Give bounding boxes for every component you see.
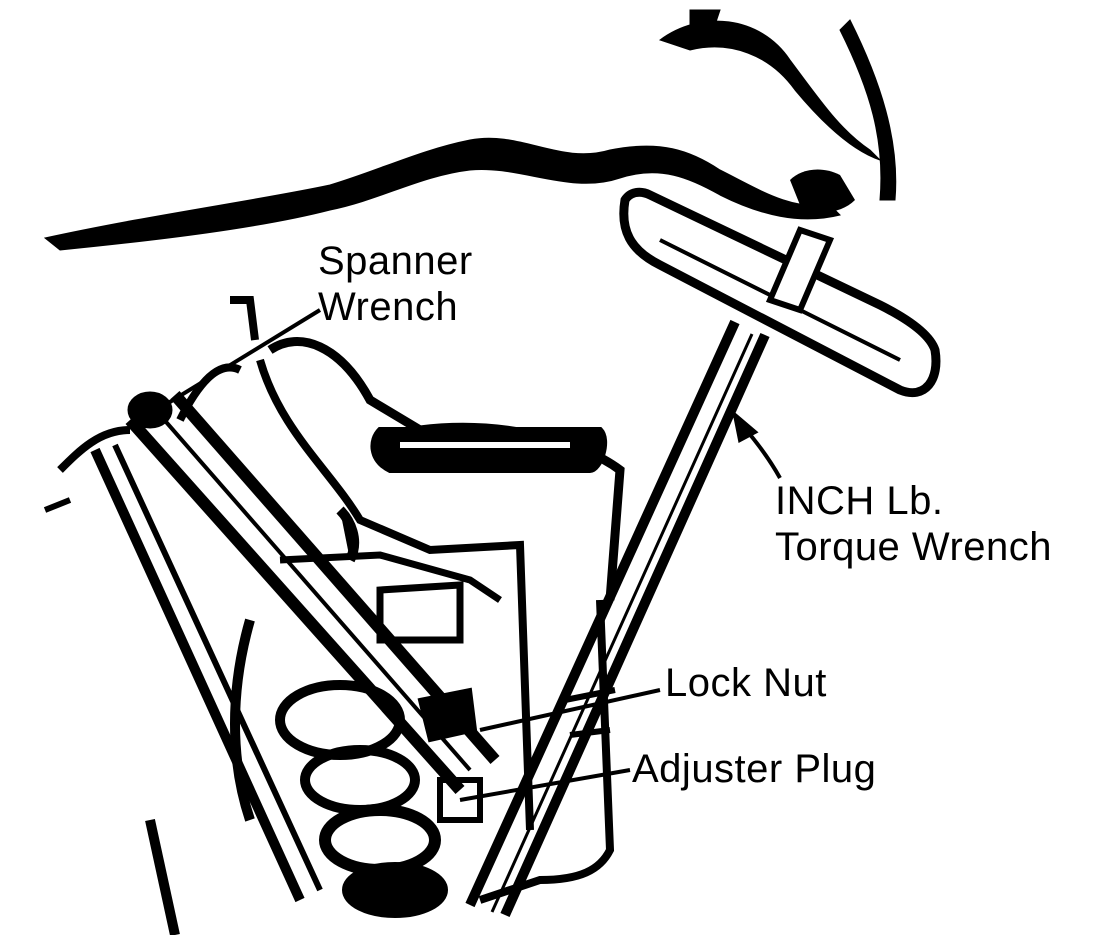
label-torque-wrench-line2: Torque Wrench — [775, 525, 1053, 569]
torque-wrench-t-handle — [619, 169, 941, 398]
label-spanner-wrench: Spanner Wrench — [318, 238, 473, 330]
label-spanner-wrench-line2: Wrench — [318, 285, 459, 329]
label-adjuster-plug: Adjuster Plug — [632, 746, 876, 792]
label-torque-wrench: INCH Lb. Torque Wrench — [775, 478, 1052, 570]
leader-lock-nut — [479, 688, 661, 732]
arrow-torque-wrench — [731, 409, 759, 444]
leader-lines — [163, 308, 782, 802]
adjuster-assembly — [275, 680, 483, 918]
vehicle-body-outline — [43, 9, 897, 251]
label-adjuster-plug-text: Adjuster Plug — [632, 747, 877, 791]
leader-spanner-wrench — [163, 308, 322, 407]
torque-wrench-shaft — [465, 319, 770, 918]
label-spanner-wrench-line1: Spanner — [318, 239, 473, 283]
label-lock-nut-text: Lock Nut — [665, 661, 827, 705]
label-lock-nut: Lock Nut — [665, 660, 827, 706]
leader-adjuster-plug — [459, 768, 631, 802]
steering-gear-housing — [230, 296, 625, 904]
label-torque-wrench-line1: INCH Lb. — [775, 479, 944, 523]
left-frame — [43, 363, 323, 935]
